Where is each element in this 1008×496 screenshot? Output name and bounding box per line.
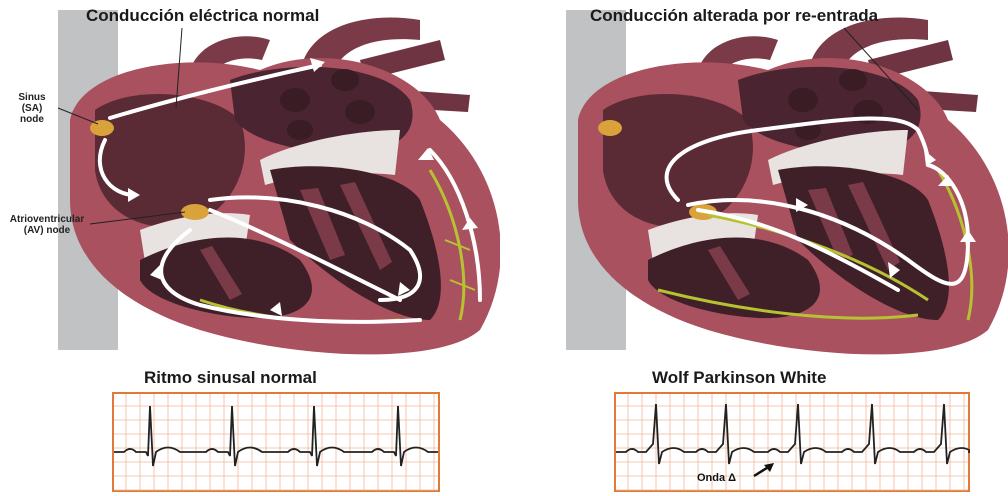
sa-node-label: Sinus (SA) node	[6, 92, 58, 125]
panel-title-reentry: Conducción alterada por re-entrada	[590, 6, 878, 26]
panel-title-normal: Conducción eléctrica normal	[86, 6, 319, 26]
heart-illustration-normal	[0, 0, 500, 365]
ecg-strip-normal	[112, 392, 440, 492]
delta-wave-label: Onda Δ	[697, 472, 736, 484]
ecg-title-normal: Ritmo sinusal normal	[144, 368, 317, 388]
sa-node-label-line: Sinus	[6, 92, 58, 103]
av-node-label-line: (AV) node	[4, 225, 90, 236]
arrow-icon	[752, 462, 776, 478]
heart-illustration-reentry	[508, 0, 1008, 365]
ecg-title-wpw: Wolf Parkinson White	[652, 368, 826, 388]
ecg-strip-wpw	[614, 392, 970, 492]
av-node-label-line: Atrioventricular	[4, 214, 90, 225]
sa-node-label-line: (SA)	[6, 103, 58, 114]
av-node-label: Atrioventricular (AV) node	[4, 214, 90, 236]
sa-node-label-line: node	[6, 114, 58, 125]
